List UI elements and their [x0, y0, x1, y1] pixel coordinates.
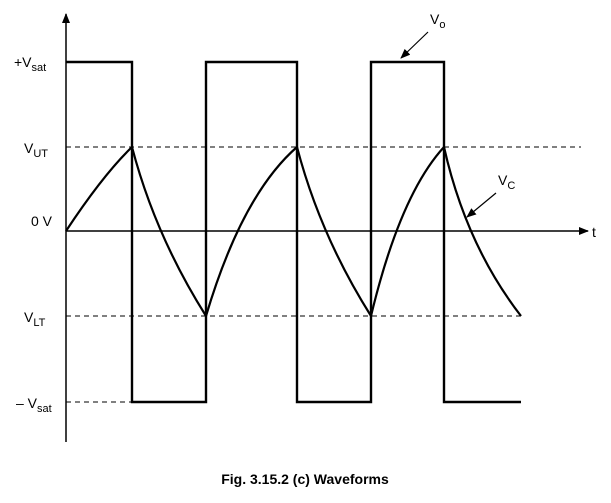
vc-pointer-arrow — [466, 192, 497, 218]
vo-pointer-arrow — [400, 31, 429, 59]
vc-label: VC — [498, 172, 515, 192]
zero-volt-label: 0 V — [31, 213, 53, 229]
vo-label: Vo — [430, 11, 445, 31]
vc-capacitor-wave — [65, 144, 522, 319]
pos-sat-label: +Vsat — [14, 54, 46, 74]
neg-sat-label: – Vsat — [16, 395, 52, 415]
t-axis-label: t — [592, 224, 596, 240]
vlt-label: VLT — [24, 309, 46, 329]
vo-square-wave — [66, 60, 521, 404]
figure-caption: Fig. 3.15.2 (c) Waveforms — [221, 471, 389, 487]
vut-label: VUT — [24, 140, 48, 160]
